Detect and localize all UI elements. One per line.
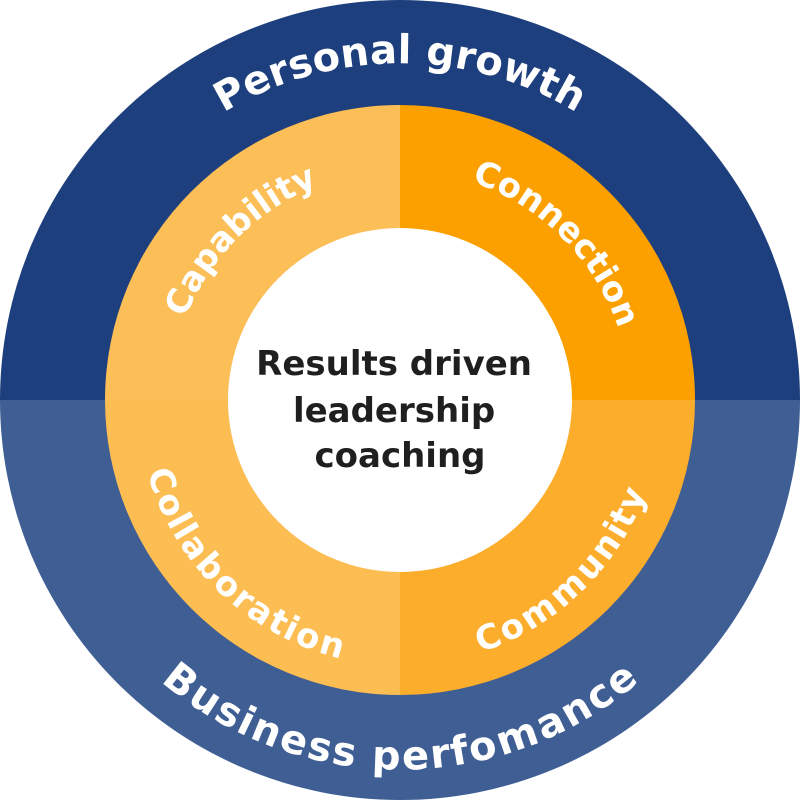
center-circle (228, 228, 572, 572)
center-title: Results driven leadership coaching (256, 344, 544, 476)
center-title-line-3: coaching (314, 436, 485, 476)
center-title-line-1: Results driven (256, 344, 532, 384)
center-title-line-2: leadership (293, 391, 495, 431)
